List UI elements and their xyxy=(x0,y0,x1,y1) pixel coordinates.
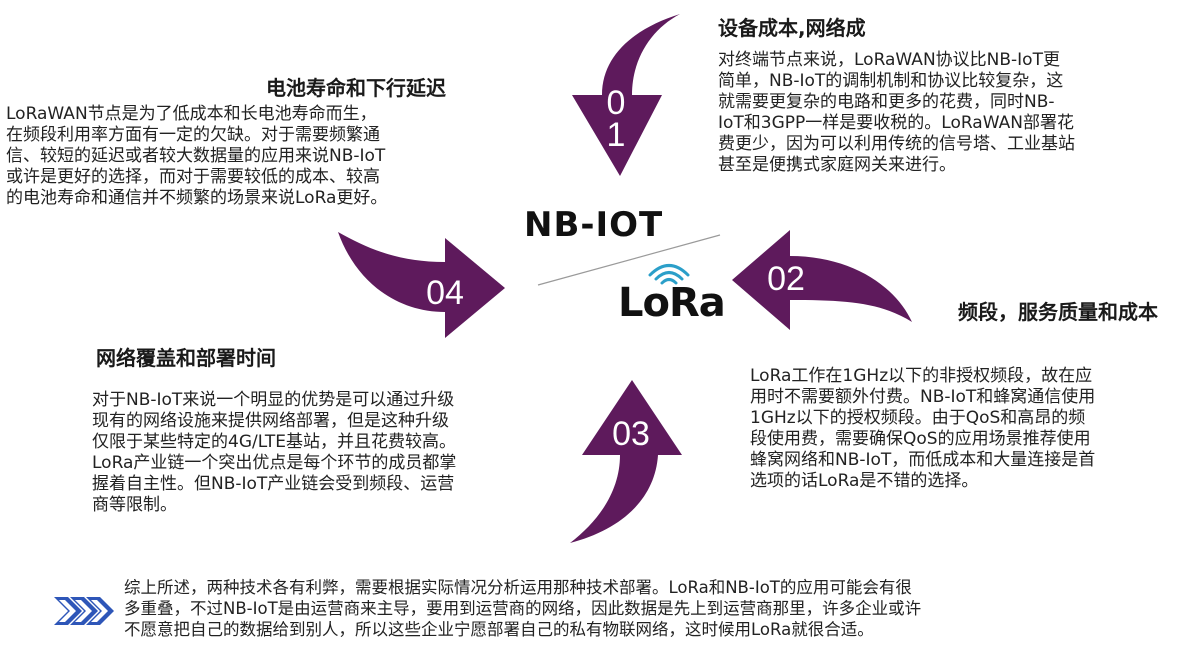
text-line: 对终端节点来说，LoRaWAN协议比NB-IoT更 xyxy=(718,50,1060,70)
text-line: LoRaWAN节点是为了低成本和长电池寿命而生， xyxy=(6,104,377,124)
text-line: 选项的话LoRa是不错的选择。 xyxy=(750,471,979,491)
text-line: 段使用费，需要确保QoS的应用场景推荐使用 xyxy=(750,429,1091,449)
arrow-01 xyxy=(572,14,680,176)
text-line: 商等限制。 xyxy=(92,495,177,515)
text-line: LoRa工作在1GHz以下的非授权频段，故在应 xyxy=(750,366,1093,386)
arrow-03 xyxy=(570,380,682,543)
arrow-02-label: 02 xyxy=(767,260,805,298)
text-line: 就需要更复杂的电路和更多的花费，同时NB- xyxy=(718,92,1055,112)
text-line: LoRa产业链一个突出优点是每个环节的成员都掌 xyxy=(92,453,457,473)
chevron-right-icon xyxy=(54,597,114,625)
section-battery-title: 电池寿命和下行延迟 xyxy=(266,76,446,100)
divider-line xyxy=(537,234,721,286)
text-line: 多重叠，不过NB-IoT是由运营商来主导，要用到运营商的网络，因此数据是先上到运… xyxy=(124,599,922,618)
arrow-01-label-2: 1 xyxy=(607,116,626,154)
text-line: 用时不需要额外付费。NB-IoT和蜂窝通信使用 xyxy=(750,387,1096,407)
arrow-04-label: 04 xyxy=(426,274,464,312)
lora-logo: LoRa xyxy=(618,280,726,326)
text-line: 综上所述，两种技术各有利弊，需要根据实际情况分析运用那种技术部署。LoRa和NB… xyxy=(124,578,912,597)
text-line: 甚至是便携式家庭网关来进行。 xyxy=(718,155,956,175)
nbiot-label: NB-IOT xyxy=(524,205,664,245)
text-line: 仅限于某些特定的4G/LTE基站，并且花费较高。 xyxy=(92,432,456,452)
section-band-text: LoRa工作在1GHz以下的非授权频段，故在应 用时不需要额外付费。NB-IoT… xyxy=(750,366,1195,492)
text-line: 信、较短的延迟或者较大数据量的应用来说NB-IoT xyxy=(6,146,386,166)
section-cost-title: 设备成本,网络成 xyxy=(718,16,866,40)
arrow-01-label-1: 0 xyxy=(607,84,626,122)
text-line: IoT和3GPP一样是要收税的。LoRaWAN部署花 xyxy=(718,113,1074,133)
text-line: 现有的网络设施来提供网络部署，但是这种升级 xyxy=(92,411,449,431)
summary-text: 综上所述，两种技术各有利弊，需要根据实际情况分析运用那种技术部署。LoRa和NB… xyxy=(124,577,1154,640)
text-line: 1GHz以下的授权频段。由于QoS和高昂的频 xyxy=(750,408,1086,428)
section-band-title: 频段，服务质量和成本 xyxy=(958,300,1158,324)
lora-wave-icon xyxy=(648,264,690,285)
section-coverage-title: 网络覆盖和部署时间 xyxy=(96,346,276,370)
text-line: 或许是更好的选择，而对于需要较低的成本、较高 xyxy=(6,167,380,187)
text-line: 对于NB-IoT来说一个明显的优势是可以通过升级 xyxy=(92,390,455,410)
text-line: 的电池寿命和通信并不频繁的场景来说LoRa更好。 xyxy=(6,188,388,208)
arrow-04 xyxy=(338,232,505,338)
text-line: 费更少，因为可以利用传统的信号塔、工业基站 xyxy=(718,134,1075,154)
text-line: 简单，NB-IoT的调制机制和协议比较复杂，这 xyxy=(718,71,1064,91)
section-cost-text: 对终端节点来说，LoRaWAN协议比NB-IoT更 简单，NB-IoT的调制机制… xyxy=(718,50,1188,176)
text-line: 蜂窝网络和NB-IoT，而低成本和大量连接是首 xyxy=(750,450,1096,470)
arrow-03-label: 03 xyxy=(612,415,650,453)
text-line: 不愿意把自己的数据给到别人，所以这些企业宁愿部署自己的私有物联网络，这时候用Lo… xyxy=(124,620,874,639)
section-coverage-text: 对于NB-IoT来说一个明显的优势是可以通过升级 现有的网络设施来提供网络部署，… xyxy=(92,390,562,516)
section-battery-text: LoRaWAN节点是为了低成本和长电池寿命而生， 在频段利用率方面有一定的欠缺。… xyxy=(6,104,516,209)
text-line: 在频段利用率方面有一定的欠缺。对于需要频繁通 xyxy=(6,125,380,145)
arrow-02 xyxy=(732,230,912,330)
text-line: 握着自主性。但NB-IoT产业链会受到频段、运营 xyxy=(92,474,455,494)
